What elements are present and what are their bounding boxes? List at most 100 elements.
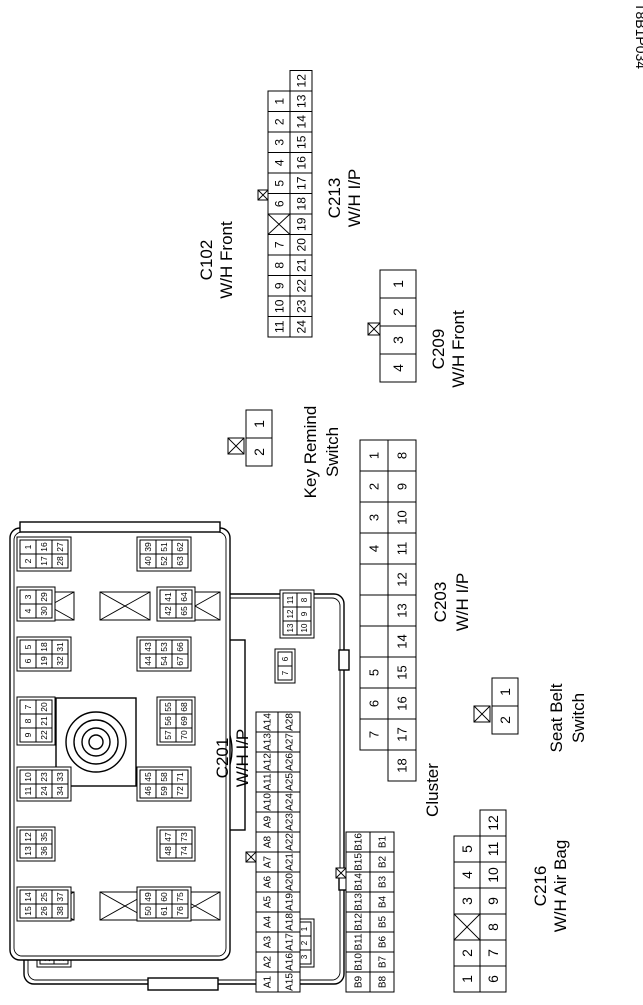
c201-pin-label: 75 — [175, 892, 185, 902]
a-pin: A7 — [255, 851, 279, 873]
c201-bolt-core — [88, 734, 104, 750]
c201-pin: 14 — [19, 889, 37, 905]
c213-pin: 14 — [289, 111, 313, 133]
c213-pin-label: 23 — [294, 299, 308, 313]
cluster-pin-label: B16 — [354, 833, 365, 851]
c213-pin: 20 — [289, 234, 313, 256]
a-pin-label: A14 — [263, 713, 274, 731]
c216-name: C216 — [531, 866, 550, 907]
c203-pin-label: 5 — [367, 669, 382, 676]
c201-pin: 37 — [51, 889, 69, 905]
c201-pin: 73 — [175, 829, 193, 845]
c201-pin-label: 46 — [143, 786, 153, 796]
c201-pin-label: 25 — [39, 892, 49, 902]
c201-pin: 42 — [159, 603, 177, 619]
a-pin-label: A2 — [263, 955, 274, 968]
c213-pin-label: 4 — [272, 159, 286, 166]
c201-pin-label: 11 — [23, 786, 33, 795]
c102-pin-label: 9 — [300, 611, 309, 616]
c201-pin-label: 32 — [55, 656, 65, 666]
c102-pin-label: 3 — [300, 954, 309, 959]
c201-pin-label: 53 — [159, 642, 169, 652]
c213-pin: 7 — [267, 234, 291, 256]
c201-pin: 27 — [51, 539, 69, 555]
c213-pin-label: 22 — [294, 279, 308, 293]
c201-pin: 23 — [35, 769, 53, 785]
c209-pin-label: 2 — [390, 308, 406, 316]
c201-pin-label: 29 — [39, 592, 49, 602]
cluster-pin: B13 — [345, 891, 371, 913]
c102-pin: 8 — [296, 592, 312, 608]
c201-pin: 35 — [35, 829, 53, 845]
c201-pin-label: 38 — [55, 906, 65, 916]
c201-pin: 18 — [35, 639, 53, 655]
c201-pin-label: 30 — [39, 606, 49, 616]
c201-pin: 31 — [51, 639, 69, 655]
c213-pin: 22 — [289, 275, 313, 297]
c213-pin-label: 2 — [272, 118, 286, 125]
a-pin: A18 — [277, 911, 301, 933]
cluster-pin: B10 — [345, 951, 371, 973]
a-pin: A3 — [255, 931, 279, 953]
c213-pin-label: 7 — [272, 241, 286, 248]
c201-pin-label: 64 — [179, 592, 189, 602]
c201-pin: 8 — [19, 713, 37, 729]
c201-pin: 20 — [35, 699, 53, 715]
a-pin-label: A6 — [263, 875, 274, 888]
seat-belt-pin: 1 — [491, 677, 519, 707]
key-remind-key — [227, 437, 245, 455]
a-pin: A10 — [255, 791, 279, 813]
c216-pin: 3 — [453, 887, 481, 915]
c201-pin: 62 — [171, 539, 189, 555]
c201-pin: 41 — [159, 589, 177, 605]
c201-pin: 6 — [19, 653, 37, 669]
c201-pin-label: 9 — [23, 732, 33, 737]
key-remind-pin-label: 2 — [251, 448, 267, 456]
a-pin: A9 — [255, 811, 279, 833]
a-pin: A24 — [277, 791, 301, 813]
c201-pin-label: 10 — [23, 772, 33, 782]
c213-pin-label: 17 — [294, 176, 308, 190]
c201-pin: 48 — [159, 843, 177, 859]
c201-pin: 59 — [155, 783, 173, 799]
a-pin-label: A9 — [263, 815, 274, 828]
c201-pin-label: 26 — [39, 906, 49, 916]
c213-pin — [267, 213, 291, 235]
c213-name: C213 — [325, 178, 344, 219]
c201-pin-label: 31 — [55, 642, 65, 652]
cluster-pin-label: B2 — [378, 855, 389, 868]
c201-pin: 64 — [175, 589, 193, 605]
c201-pin-label: 35 — [39, 832, 49, 842]
c209-pin-label: 3 — [390, 336, 406, 344]
c203-pin-label: 11 — [395, 542, 410, 556]
c201-pin: 55 — [159, 699, 177, 715]
c201-pin-label: 2 — [23, 558, 33, 563]
a-pin: A21 — [277, 851, 301, 873]
a-pin: A23 — [277, 811, 301, 833]
c201-pin-label: 67 — [175, 656, 185, 666]
c201-pin: 39 — [139, 539, 157, 555]
c216-pin: 8 — [479, 913, 507, 941]
c201-pin: 22 — [35, 727, 53, 743]
a-pin-label: A20 — [285, 873, 296, 891]
c201-pin: 4 — [19, 603, 37, 619]
c201-pin-label: 51 — [159, 542, 169, 552]
c201-pin-label: 43 — [143, 642, 153, 652]
cluster-pin-label: B5 — [378, 915, 389, 928]
c213-pin-label: 20 — [294, 238, 308, 252]
seat-belt-pin-label: 1 — [497, 688, 513, 696]
c209-pin-label: 4 — [390, 364, 406, 372]
a-pin-label: A5 — [263, 895, 274, 908]
c203-pin: 1 — [359, 439, 389, 472]
c203-pin: 14 — [387, 625, 417, 658]
c216-pin: 9 — [479, 887, 507, 915]
c213-pin: 23 — [289, 295, 313, 317]
a-pin-label: A27 — [285, 733, 296, 751]
c102-pin: 7 — [277, 665, 293, 681]
c201-pin-label: 20 — [39, 702, 49, 712]
c201-pin: 49 — [139, 889, 157, 905]
seat-belt-switch-connector: 21 — [473, 677, 519, 735]
